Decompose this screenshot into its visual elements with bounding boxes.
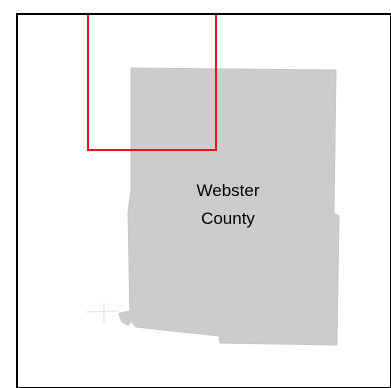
boundary-trace [85,310,120,313]
county-shape [127,67,340,346]
county-fragment [118,310,133,326]
county-label-line1: Webster [197,181,260,200]
county-label-line2: County [201,209,255,228]
map-border [16,13,391,388]
